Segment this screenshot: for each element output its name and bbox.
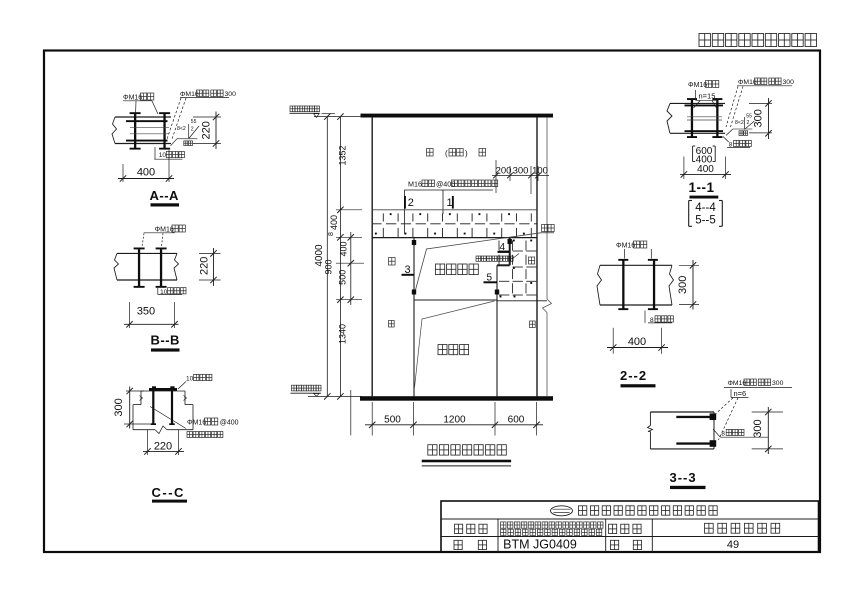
svg-text:n=15: n=15 xyxy=(699,92,716,101)
svg-text:B--B: B--B xyxy=(151,333,180,348)
svg-text:8: 8 xyxy=(729,141,733,148)
svg-text:ΦM16: ΦM16 xyxy=(180,91,199,98)
svg-text:ΦM16: ΦM16 xyxy=(728,380,747,387)
svg-text:ΦM16: ΦM16 xyxy=(155,227,174,234)
svg-text:500: 500 xyxy=(384,414,401,425)
svg-text:300: 300 xyxy=(783,79,795,86)
svg-text:300: 300 xyxy=(752,419,764,437)
svg-text:400: 400 xyxy=(697,164,714,175)
svg-text:1352: 1352 xyxy=(337,145,347,165)
svg-text:2: 2 xyxy=(408,197,414,209)
svg-text:4--4: 4--4 xyxy=(695,202,716,214)
svg-text:900: 900 xyxy=(324,259,334,274)
svg-text:ΦM16: ΦM16 xyxy=(738,79,757,86)
svg-text:8: 8 xyxy=(328,232,335,236)
svg-text:4: 4 xyxy=(500,242,506,253)
svg-text:55: 55 xyxy=(746,114,752,120)
svg-text:300: 300 xyxy=(225,91,237,98)
svg-text:10: 10 xyxy=(186,376,194,383)
svg-text:2: 2 xyxy=(191,126,194,132)
svg-text:A--A: A--A xyxy=(150,188,180,203)
svg-text:600: 600 xyxy=(696,146,713,157)
svg-text:220: 220 xyxy=(154,441,172,453)
svg-text:8<2: 8<2 xyxy=(735,120,744,126)
svg-text:400: 400 xyxy=(696,154,713,165)
svg-text:350: 350 xyxy=(137,305,155,317)
svg-text:100: 100 xyxy=(532,166,548,177)
svg-text:C--C: C--C xyxy=(152,485,185,500)
svg-text:200: 200 xyxy=(496,166,512,177)
svg-text:ΦM16: ΦM16 xyxy=(688,82,707,89)
svg-text:@400: @400 xyxy=(220,420,239,427)
svg-text:1: 1 xyxy=(447,197,453,209)
svg-text:2--2: 2--2 xyxy=(620,368,647,383)
svg-text:5: 5 xyxy=(487,273,493,284)
svg-text:@400: @400 xyxy=(436,180,455,189)
svg-text:300: 300 xyxy=(113,398,125,416)
svg-text:1--1: 1--1 xyxy=(689,180,715,195)
svg-text:10: 10 xyxy=(159,152,167,159)
svg-text:ΦM16: ΦM16 xyxy=(616,243,635,250)
svg-text:55: 55 xyxy=(191,119,197,125)
svg-text:500: 500 xyxy=(338,270,348,285)
svg-text:BTM JG0409: BTM JG0409 xyxy=(503,537,577,551)
svg-text:220: 220 xyxy=(201,121,213,139)
svg-text:3: 3 xyxy=(405,264,411,276)
svg-text:1340: 1340 xyxy=(337,324,347,344)
svg-text:n=6: n=6 xyxy=(734,389,747,398)
svg-text:400: 400 xyxy=(628,336,646,348)
svg-text:1200: 1200 xyxy=(443,414,466,425)
svg-text:ΦM16: ΦM16 xyxy=(187,420,206,427)
svg-text:3--3: 3--3 xyxy=(670,470,697,485)
svg-text:300: 300 xyxy=(772,380,784,387)
svg-text:2: 2 xyxy=(747,120,750,126)
svg-text:400: 400 xyxy=(339,241,349,256)
svg-text:M16: M16 xyxy=(408,180,422,189)
svg-text:49: 49 xyxy=(727,539,739,551)
svg-text:300: 300 xyxy=(677,276,689,294)
svg-text:ΦM16: ΦM16 xyxy=(123,95,142,102)
svg-text:10: 10 xyxy=(160,289,168,296)
svg-text:300: 300 xyxy=(513,166,529,177)
svg-text:400: 400 xyxy=(137,167,155,179)
svg-text:(: ( xyxy=(445,149,448,158)
svg-text:300: 300 xyxy=(753,109,765,127)
svg-text:600: 600 xyxy=(508,414,525,425)
svg-text:): ) xyxy=(465,149,468,158)
svg-text:8: 8 xyxy=(721,430,725,437)
svg-text:8<2: 8<2 xyxy=(177,126,186,132)
svg-text:5--5: 5--5 xyxy=(695,215,715,227)
svg-text:8: 8 xyxy=(650,317,654,324)
svg-text:400: 400 xyxy=(329,215,339,230)
svg-text:220: 220 xyxy=(199,257,211,275)
svg-text:4000: 4000 xyxy=(314,244,325,267)
